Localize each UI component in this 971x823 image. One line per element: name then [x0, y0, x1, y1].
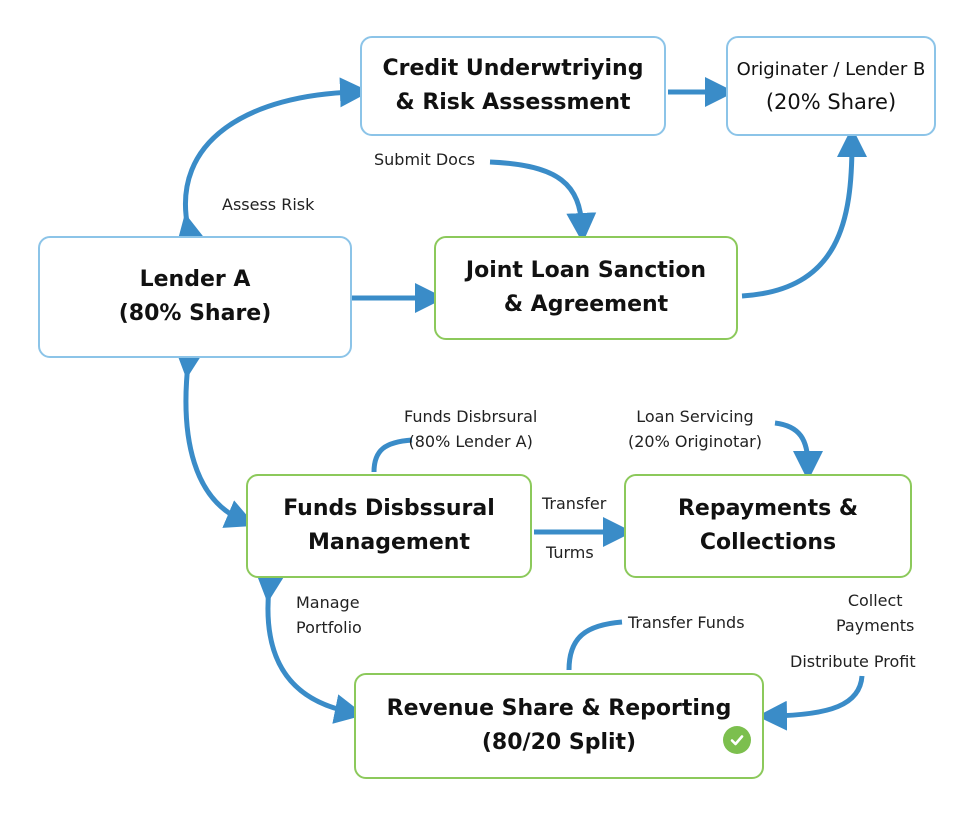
label-line: Collect: [847, 591, 903, 610]
arrow-submit-docs: [489, 159, 597, 243]
node-label: & Risk Assessment: [395, 90, 631, 115]
node-repayments-collections: Repayments & Collections: [624, 474, 912, 578]
label-manage-portfolio: Manage Portfolio: [296, 590, 362, 640]
label-assess-risk: Assess Risk: [222, 195, 315, 214]
label-funds-disbursal: Funds Disbrsural (80% Lender A): [404, 404, 537, 454]
arrow-funds-revenue: [255, 571, 365, 724]
node-lender-a: Lender A (80% Share): [38, 236, 352, 358]
label-turms: Turms: [546, 543, 594, 562]
label-line: (20% Originotar): [628, 432, 762, 451]
node-revenue-share-reporting: Revenue Share & Reporting (80/20 Split): [354, 673, 764, 779]
node-credit-underwriting: Credit Underwtriying & Risk Assessment: [360, 36, 666, 136]
node-label: Repayments &: [677, 496, 859, 521]
arrow-loan-servicing: [774, 420, 823, 481]
node-funds-disbursal-management: Funds Disbssural Management: [246, 474, 532, 578]
node-label: Joint Loan Sanction: [465, 258, 707, 283]
node-originator-lender-b: Originater / Lender B (20% Share): [726, 36, 936, 136]
label-distribute-profit: Distribute Profit: [790, 652, 916, 671]
label-line: Loan Servicing: [636, 407, 754, 426]
arrow-funds-disbursal: [371, 437, 413, 473]
node-label: Management: [308, 530, 470, 555]
label-line: (80% Lender A): [408, 432, 533, 451]
label-line: Manage: [296, 593, 360, 612]
label-transfer: Transfer: [542, 494, 607, 513]
arrow-lender-credit: [176, 77, 370, 246]
label-transfer-funds: Transfer Funds: [628, 613, 745, 632]
node-label: Revenue Share & Reporting: [386, 696, 732, 721]
label-line: Funds Disbrsural: [404, 407, 538, 426]
node-joint-loan-sanction: Joint Loan Sanction & Agreement: [434, 236, 738, 340]
arrow-joint-originator: [741, 127, 867, 299]
label-loan-servicing: Loan Servicing (20% Originotar): [628, 404, 762, 454]
node-label: Originater / Lender B: [736, 59, 926, 80]
arrow-transfer-funds: [566, 619, 623, 671]
label-collect-payments: Collect Payments: [836, 588, 914, 638]
node-label: Credit Underwtriying: [382, 56, 644, 81]
label-line: Payments: [836, 616, 915, 635]
arrow-distribute: [757, 675, 865, 731]
node-label: Lender A: [139, 267, 251, 292]
node-label: (20% Share): [765, 90, 897, 114]
node-label: Collections: [699, 530, 837, 555]
arrow-lender-funds: [174, 347, 256, 528]
node-label: Funds Disbssural: [283, 496, 495, 521]
check-circle-icon: [723, 726, 751, 754]
label-submit-docs: Submit Docs: [374, 150, 476, 169]
label-line: Portfolio: [296, 618, 362, 637]
node-label: (80% Share): [118, 301, 272, 326]
node-label: (80/20 Split): [481, 730, 637, 755]
node-label: & Agreement: [503, 292, 669, 317]
